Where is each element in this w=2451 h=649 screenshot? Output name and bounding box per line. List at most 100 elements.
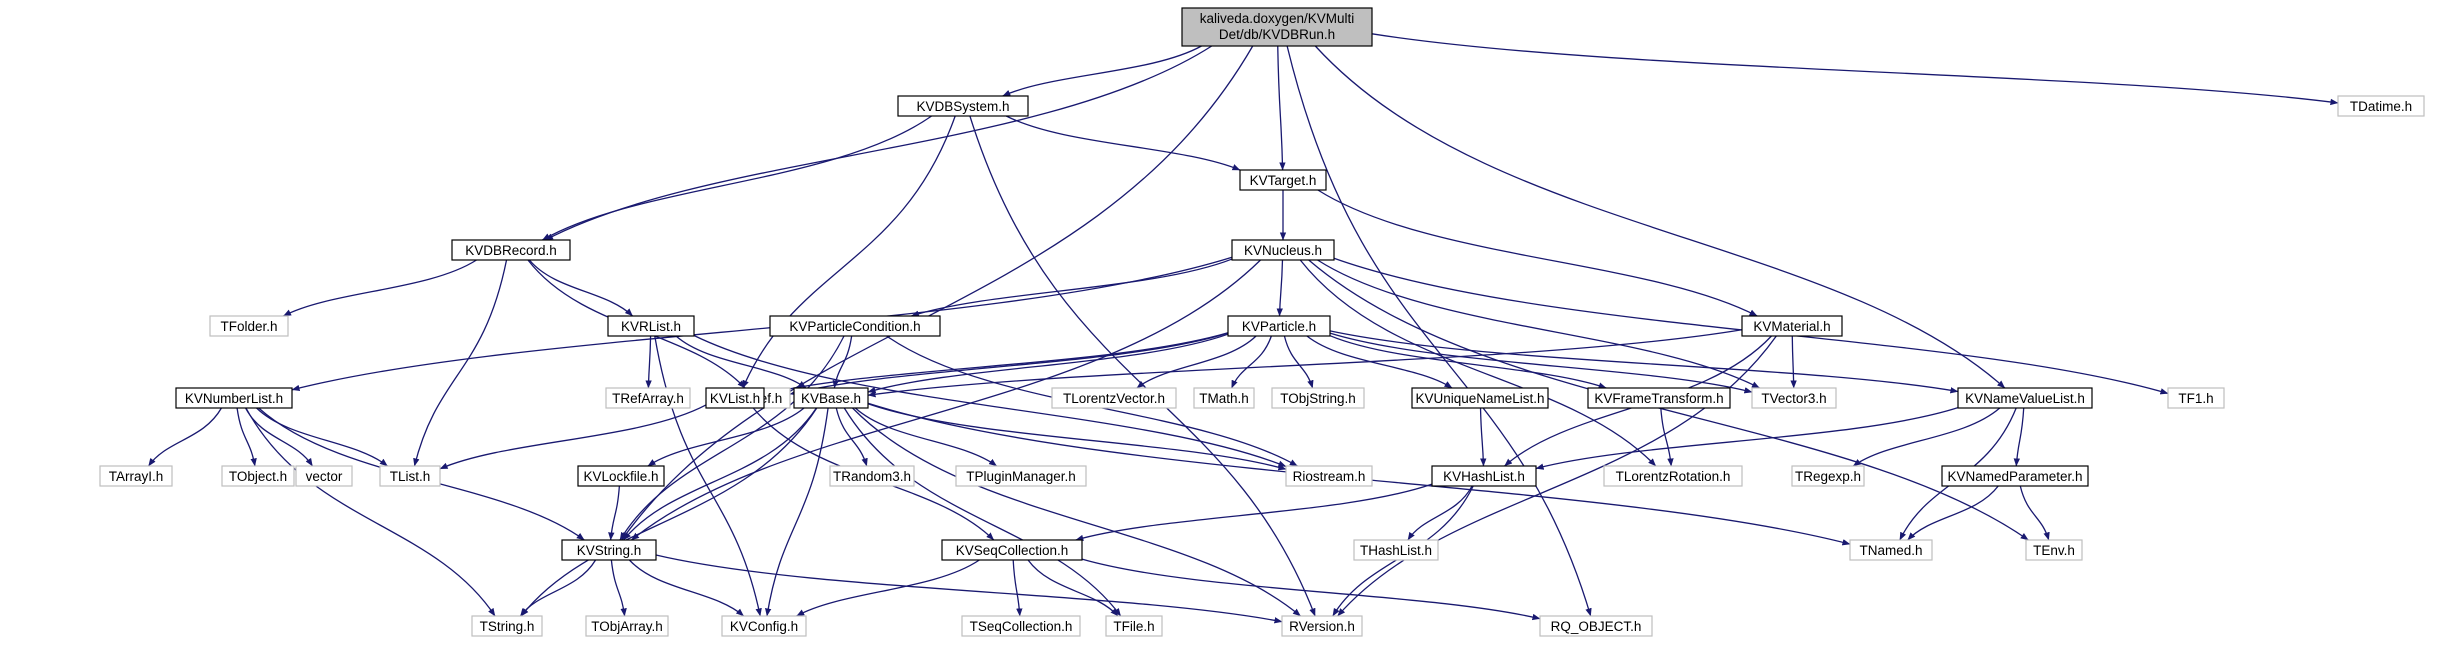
edge-kvrlist-to-kvbase <box>675 335 807 389</box>
node-label: TSeqCollection.h <box>970 619 1073 634</box>
node-box <box>221 465 295 487</box>
node-kvdbsystem[interactable]: KVDBSystem.h <box>897 95 1029 117</box>
edge-kvdbsystem-to-kvdbrecord <box>542 115 932 241</box>
node-box <box>585 615 669 637</box>
edge <box>1314 45 2006 389</box>
edge-kvdbrecord-to-kvrlist <box>528 259 634 317</box>
edge-kvbase-to-tfile <box>843 407 1122 617</box>
node-kvmaterial[interactable]: KVMaterial.h <box>1741 315 1843 337</box>
edge <box>645 335 652 389</box>
node-box <box>1741 315 1843 337</box>
node-kvnamedparameter[interactable]: KVNamedParameter.h <box>1941 465 2089 487</box>
node-kvhashlist[interactable]: KVHashList.h <box>1431 465 1537 487</box>
edge-kvdbrun-to-kvtarget <box>1277 45 1286 171</box>
edge-kvparticlecondition-to-kvstring <box>619 335 845 541</box>
node-box <box>961 615 1081 637</box>
edge <box>608 485 621 541</box>
node-box <box>379 465 441 487</box>
edge-kvnucleus-to-tlorentzrotation <box>1299 259 1657 467</box>
node-label: TString.h <box>480 619 535 634</box>
node-kvlockfile[interactable]: KVLockfile.h <box>577 465 665 487</box>
node-kvdbrecord[interactable]: KVDBRecord.h <box>451 239 571 261</box>
edge <box>843 407 1122 617</box>
edge <box>1231 335 1272 389</box>
node-tlist: TList.h <box>379 465 441 487</box>
node-box <box>1587 387 1731 409</box>
node-kvnucleus[interactable]: KVNucleus.h <box>1231 239 1335 261</box>
node-box <box>1105 615 1163 637</box>
node-vector: vector <box>295 465 353 487</box>
node-kvnumberlist[interactable]: KVNumberList.h <box>175 387 293 409</box>
node-kvframetransform[interactable]: KVFrameTransform.h <box>1587 387 1731 409</box>
node-label: TDatime.h <box>2350 99 2412 114</box>
node-box <box>607 315 695 337</box>
node-box <box>1941 465 2089 487</box>
node-box <box>471 615 543 637</box>
edge <box>789 332 1229 396</box>
node-kvtarget[interactable]: KVTarget.h <box>1239 169 1327 191</box>
edge-kvseqcollection-to-tseqcollection <box>1012 559 1023 617</box>
node-box <box>1051 387 1177 409</box>
edge-kvnumberlist-to-tstring <box>245 407 496 617</box>
node-label: KVParticleCondition.h <box>789 319 920 334</box>
edge <box>2019 485 2050 541</box>
node-label: RVersion.h <box>1289 619 1355 634</box>
edge-kvrlist-to-riostream <box>693 334 1287 468</box>
node-box <box>1603 465 1743 487</box>
node-label: KVList.h <box>710 391 760 406</box>
node-tenv: TEnv.h <box>2025 539 2083 561</box>
edge <box>1371 33 2339 106</box>
edge-kvnumberlist-to-tlist <box>256 407 388 467</box>
edge <box>1535 407 1959 470</box>
edge-kvnucleus-to-kvnumberlist <box>291 256 1233 392</box>
edge <box>283 259 477 317</box>
node-tfolder: TFolder.h <box>209 315 289 337</box>
node-label: KVString.h <box>577 543 642 558</box>
edge-kvnumberlist-to-tarrayi <box>148 407 223 467</box>
edge <box>832 335 853 389</box>
edge-kvmaterial-to-tvector3 <box>1790 335 1797 389</box>
node-tobjstring: TObjString.h <box>1271 387 1365 409</box>
node-kvnamevaluelist[interactable]: KVNameValueList.h <box>1957 387 2093 409</box>
node-kvparticlecondition[interactable]: KVParticleCondition.h <box>769 315 941 337</box>
node-kvrlist[interactable]: KVRList.h <box>607 315 695 337</box>
edge-kvparticle-to-kvnamevaluelist <box>1329 330 1959 394</box>
edge-kvnucleus-to-kvparticle <box>1276 259 1284 317</box>
node-thashlist: THashList.h <box>1353 539 1439 561</box>
node-label: TPluginManager.h <box>966 469 1076 484</box>
edge-kvbase-to-kvlockfile <box>647 407 805 467</box>
edge-kvparticle-to-kvlist <box>763 332 1229 396</box>
edge-kvstring-to-tobjarray <box>610 559 627 617</box>
edge <box>245 407 496 617</box>
node-box <box>1285 465 1373 487</box>
edge-kvdbrecord-to-tfolder <box>283 259 477 317</box>
edge-kvbase-to-rversion <box>852 407 1301 617</box>
node-box <box>2025 539 2083 561</box>
node-box <box>1791 465 1865 487</box>
node-kvstring[interactable]: KVString.h <box>561 539 657 561</box>
edge <box>647 407 805 467</box>
edge <box>742 115 956 389</box>
node-label: TVector3.h <box>1761 391 1826 406</box>
node-kvseqcollection[interactable]: KVSeqCollection.h <box>941 539 1083 561</box>
edge <box>1660 407 1674 467</box>
edge-kvparticle-to-kvuniquenamelist <box>1306 335 1453 389</box>
edge <box>1329 330 1959 394</box>
edge <box>148 407 223 467</box>
edge-kvnamedparameter-to-tenv <box>2019 485 2050 541</box>
edge <box>2013 407 2025 467</box>
node-label: KVRList.h <box>621 319 681 334</box>
edge <box>655 554 1283 624</box>
edge-kvnamedparameter-to-tnamed <box>1907 485 1999 541</box>
edge <box>623 407 817 541</box>
node-box <box>577 465 665 487</box>
edge <box>628 559 745 617</box>
node-kvuniquenamelist[interactable]: KVUniqueNameList.h <box>1411 387 1549 409</box>
node-kvlist[interactable]: KVList.h <box>705 387 765 409</box>
node-label: KVNamedParameter.h <box>1947 469 2082 484</box>
node-box <box>175 387 293 409</box>
edge <box>1790 335 1797 389</box>
node-kvparticle[interactable]: KVParticle.h <box>1227 315 1331 337</box>
node-kvbase[interactable]: KVBase.h <box>793 387 869 409</box>
